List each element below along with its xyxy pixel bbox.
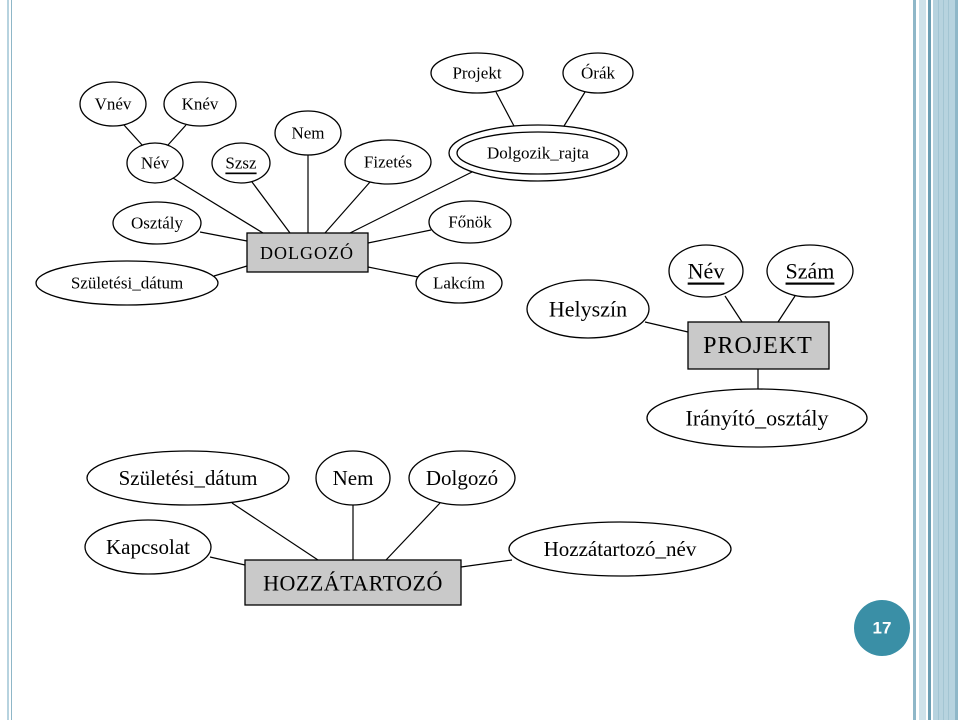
attribute-label: Kapcsolat <box>106 535 190 559</box>
attribute-vnev: Vnév <box>79 81 147 127</box>
attribute-label: Helyszín <box>549 297 627 322</box>
attribute-label: Vnév <box>95 95 132 114</box>
attribute-dolgozo: Dolgozó <box>408 450 516 506</box>
entity-hozzatartozo: HOZZÁTARTOZÓ <box>244 559 462 606</box>
right-frame-decoration <box>913 0 958 720</box>
attribute-nev: Név <box>126 142 184 184</box>
attribute-iranyito-osztaly: Irányító_osztály <box>646 388 868 448</box>
attribute-label: Dolgozik_rajta <box>487 144 589 163</box>
attribute-orak: Órák <box>562 52 634 94</box>
key-attribute-label: Szsz <box>225 154 257 173</box>
page-number-badge: 17 <box>854 600 910 656</box>
attribute-label: Nem <box>333 466 374 490</box>
attribute-szam: Szám <box>766 244 854 298</box>
attribute-label: Főnök <box>448 213 492 232</box>
attribute-label: Osztály <box>131 214 183 233</box>
attribute-label: Projekt <box>452 64 501 83</box>
attribute-szsz: Szsz <box>211 142 271 184</box>
attribute-lakcim: Lakcím <box>415 262 503 304</box>
er-diagram-dolgozo: DOLGOZÓ Vnév Knév Név Szsz Nem Fizetés <box>35 52 634 306</box>
attribute-label: Irányító_osztály <box>686 406 829 431</box>
attribute-nev: Név <box>668 244 744 298</box>
attribute-szuletesi-datum: Születési_dátum <box>86 450 290 506</box>
multivalued-attribute-dolgozik-rajta: Dolgozik_rajta <box>448 124 628 182</box>
attribute-label: Órák <box>581 64 615 83</box>
attribute-kapcsolat: Kapcsolat <box>84 519 212 575</box>
connectors-hozzatartozo <box>209 502 513 568</box>
attribute-fonok: Főnök <box>428 200 512 244</box>
attribute-projekt: Projekt <box>430 52 524 94</box>
attribute-label: Dolgozó <box>426 466 498 490</box>
attribute-label: Knév <box>182 95 219 114</box>
er-diagram-hozzatartozo: HOZZÁTARTOZÓ Születési_dátum Nem Dolgozó… <box>84 450 732 606</box>
attribute-label: Születési_dátum <box>71 274 183 293</box>
attribute-nem: Nem <box>315 450 391 506</box>
attribute-hozzatartozo-nev: Hozzátartozó_név <box>508 521 732 577</box>
attribute-knev: Knév <box>163 81 237 127</box>
attribute-label: Név <box>141 154 170 173</box>
key-attribute-label: Szám <box>786 259 835 284</box>
attribute-fizetes: Fizetés <box>344 139 432 185</box>
entity-dolgozo: DOLGOZÓ <box>246 232 369 273</box>
er-diagram-projekt: PROJEKT Név Szám Helyszín Irányító_osztá… <box>526 244 868 448</box>
attribute-helyszin: Helyszín <box>526 279 650 339</box>
attribute-label: Születési_dátum <box>119 466 258 490</box>
page-number: 17 <box>873 619 892 638</box>
connectors-projekt <box>644 295 796 389</box>
entity-label: DOLGOZÓ <box>260 242 354 263</box>
attribute-osztaly: Osztály <box>112 201 202 245</box>
attribute-label: Hozzátartozó_név <box>544 537 697 561</box>
attribute-label: Fizetés <box>364 153 412 172</box>
attribute-label: Lakcím <box>433 274 485 293</box>
attribute-szuletesi-datum: Születési_dátum <box>35 260 219 306</box>
left-frame-decoration <box>7 0 12 720</box>
entity-label: PROJEKT <box>703 333 813 359</box>
connectors-dolgozo <box>123 91 586 278</box>
key-attribute-label: Név <box>688 259 725 284</box>
attribute-nem: Nem <box>274 110 342 156</box>
entity-projekt: PROJEKT <box>687 321 830 370</box>
entity-label: HOZZÁTARTOZÓ <box>263 571 443 596</box>
attribute-label: Nem <box>291 124 324 143</box>
